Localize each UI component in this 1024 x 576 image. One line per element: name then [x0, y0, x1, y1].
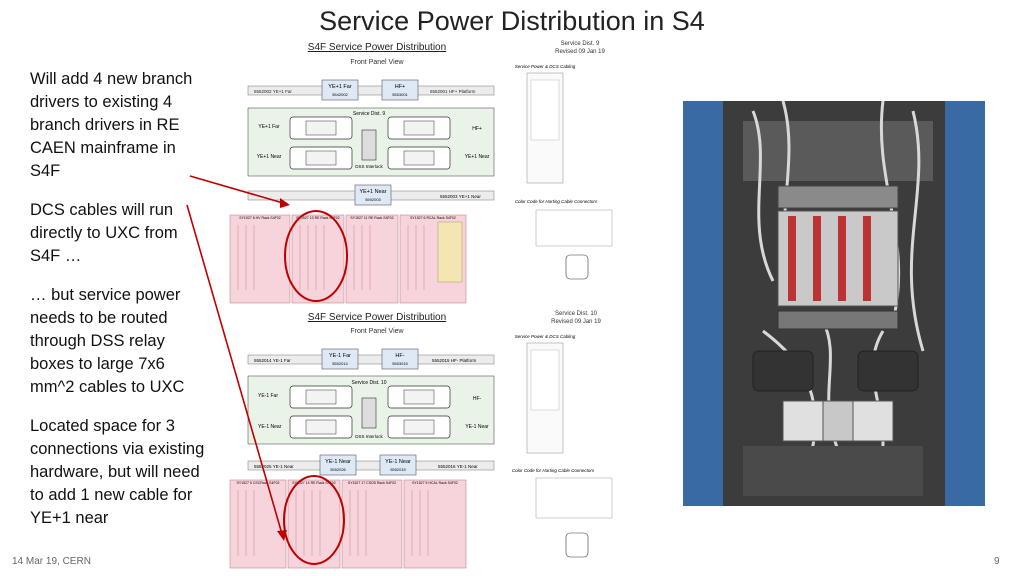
diagram-1: S4F Service Power Distribution Front Pan…	[229, 41, 613, 304]
diagram1-crate-4: SY1527 6 RCAL Rack S4F02	[410, 216, 456, 220]
diagram1-top-right-box: HF+	[395, 84, 406, 90]
diagram1-bottom-box: YE+1 Near	[359, 189, 386, 195]
footer-date: 14 Mar 19, CERN	[12, 556, 91, 567]
diagram2-color-code-title: Color Code for Harting Cable Connectors	[512, 468, 595, 473]
diagram2-service-dist: Service Dist. 10	[555, 311, 598, 317]
diagram1-subtitle: Front Panel View	[350, 59, 404, 66]
red-annotations	[186, 175, 348, 565]
diagram1-dss: DSS Interlock	[355, 164, 383, 169]
diagram2-top-right-code: 5553015	[392, 361, 408, 366]
diagram1-bottom-code: 5592003	[365, 197, 381, 202]
bullet-1: Will add 4 new branch drivers to existin…	[30, 70, 193, 180]
diagram2-bottom-box-left: YE-1 Near	[325, 459, 351, 465]
diagram2-bottom-code-left: 5552026	[330, 467, 346, 472]
diagram1-left-top: YE+1 Far	[258, 124, 280, 130]
diagram2-right-bottom: YE-1 Near	[465, 424, 489, 430]
diagram2-revised: Revised 09 Jan 19	[551, 319, 601, 325]
arrow-line-1	[189, 175, 284, 204]
diagram1-revised: Revised 09 Jan 19	[555, 49, 605, 55]
diagram2-cable-bottom-right: 5552016 YE-1 Near	[438, 464, 478, 469]
diagram1-left-bottom: YE+1 Near	[257, 154, 282, 160]
diagram1-service-dist: Service Dist. 9	[561, 41, 600, 47]
diagram1-crate-1: SY1527 6 HV Rack S4F02	[239, 216, 280, 220]
rack-photo	[683, 101, 985, 506]
arrow-head-1	[280, 198, 290, 208]
diagram2-subtitle: Front Panel View	[350, 328, 404, 335]
diagram2-crate-2: SY1527 14 RE Rack S4F02	[292, 481, 335, 485]
diagram1-center-label: Service Dist. 9	[353, 111, 385, 117]
diagram1-color-code-title: Color Code for Harting Cable Connectors	[515, 199, 598, 204]
bullet-list: Will add 4 new branch drivers to existin…	[30, 68, 210, 546]
diagram1-top-left-box: YE+1 Far	[328, 84, 352, 90]
highlight-ellipse-2	[283, 475, 345, 565]
diagram2-cable-bottom-left: 5552025 YE-1 Near	[254, 464, 294, 469]
slide-title: Service Power Distribution in S4	[319, 6, 705, 36]
diagram1-top-right-code: 5553001	[392, 92, 408, 97]
page-number: 9	[994, 556, 1000, 567]
bullet-4: Located space for 3 connections via exis…	[30, 417, 205, 527]
diagram2-top-left-code: 5552014	[332, 361, 348, 366]
diagram2-cable-left: 5552014 YE-1 Far	[254, 358, 291, 363]
diagram1-top-left-code: 5542002	[332, 92, 348, 97]
highlight-ellipse-1	[284, 210, 348, 302]
bullet-3: … but service power needs to be routed t…	[30, 286, 185, 396]
diagram2-top-right-box: HF-	[395, 353, 404, 359]
diagram2-dss: DSS Interlock	[355, 434, 383, 439]
diagram2-top-left-box: YE-1 Far	[329, 353, 351, 359]
diagram1-cable-right: 5552001 HF+ Platform	[430, 89, 476, 94]
diagram1-cable-left: 5552002 YE+1 Far	[254, 89, 292, 94]
diagram2-bottom-box-right: YE-1 Near	[385, 459, 411, 465]
diagram1-crate-3: SY1527 11 RE Rack S4F02	[350, 216, 393, 220]
diagram1-cable-bottom: 5552003 YE+1 Near	[440, 194, 481, 199]
arrow-head-2	[277, 530, 287, 541]
diagram2-left-bottom: YE-1 Near	[258, 424, 282, 430]
diagram-2: S4F Service Power Distribution Front Pan…	[229, 311, 613, 569]
diagram1-right-bottom: YE+1 Near	[465, 154, 490, 160]
bullet-2: DCS cables will run directly to UXC from…	[30, 201, 178, 265]
diagram1-connector-box-title: Service Power & DCS Cabling	[515, 64, 576, 69]
diagram2-crate-3: SY1527 17 CSCB Rack S4F02	[348, 481, 396, 485]
diagram2-cable-right: 5552015 HF- Platform	[432, 358, 477, 363]
diagram2-left-top: YE-1 Far	[258, 393, 278, 399]
diagram2-bottom-code-right: 5552015	[390, 467, 406, 472]
diagram2-center-label: Service Dist. 10	[351, 380, 386, 386]
diagram1-crate-2: SY1527 13 RE Rack S4F02	[296, 216, 339, 220]
diagram2-crate-1: SY1527 5 CSCRack S4F02	[237, 481, 280, 485]
diagram2-title: S4F Service Power Distribution	[308, 312, 446, 323]
diagram1-title: S4F Service Power Distribution	[308, 42, 446, 53]
diagram1-right-top: HF+	[472, 126, 482, 132]
diagram2-crate-4: SY1527 5 HCAL Rack S4F02	[412, 481, 458, 485]
diagram2-connector-box-title: Service Power & DCS Cabling	[515, 334, 576, 339]
arrow-line-2	[186, 204, 283, 535]
diagram2-right-top: HF-	[473, 396, 482, 402]
